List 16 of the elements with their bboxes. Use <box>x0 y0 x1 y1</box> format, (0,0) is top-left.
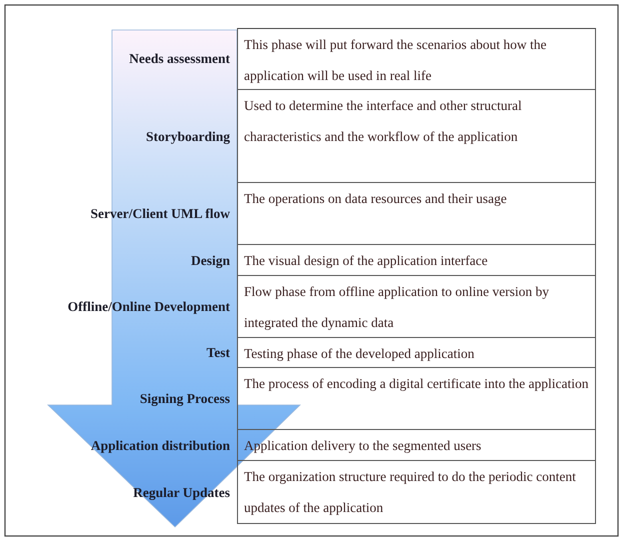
description-cell: The operations on data resources and their usage <box>237 183 596 245</box>
description-cell: The visual design of the application interface <box>237 245 596 276</box>
phase-label: Needs assessment <box>129 51 230 67</box>
phase-label: Offline/Online Development <box>68 299 230 315</box>
description-cell: The process of encoding a digital certificate into the application <box>237 368 596 430</box>
description-cell: Testing phase of the developed application <box>237 338 596 368</box>
phase-label: Test <box>206 345 230 361</box>
phase-label: Design <box>190 252 230 268</box>
phase-label: Application distribution <box>90 438 230 454</box>
description-cell: The organization structure required to do the periodic content updates of the application <box>237 461 596 524</box>
description-cell: Used to determine the interface and other structural characteristics and the workflow of the application <box>237 90 596 183</box>
phase-label: Signing Process <box>140 391 230 407</box>
phase-label: Server/Client UML flow <box>90 206 230 222</box>
description-cell: This phase will put forward the scenarios about how the application will be used in real life <box>237 28 596 90</box>
description-cell: Flow phase from offline application to online version by integrated the dynamic data <box>237 276 596 338</box>
phase-label: Storyboarding <box>146 128 230 144</box>
